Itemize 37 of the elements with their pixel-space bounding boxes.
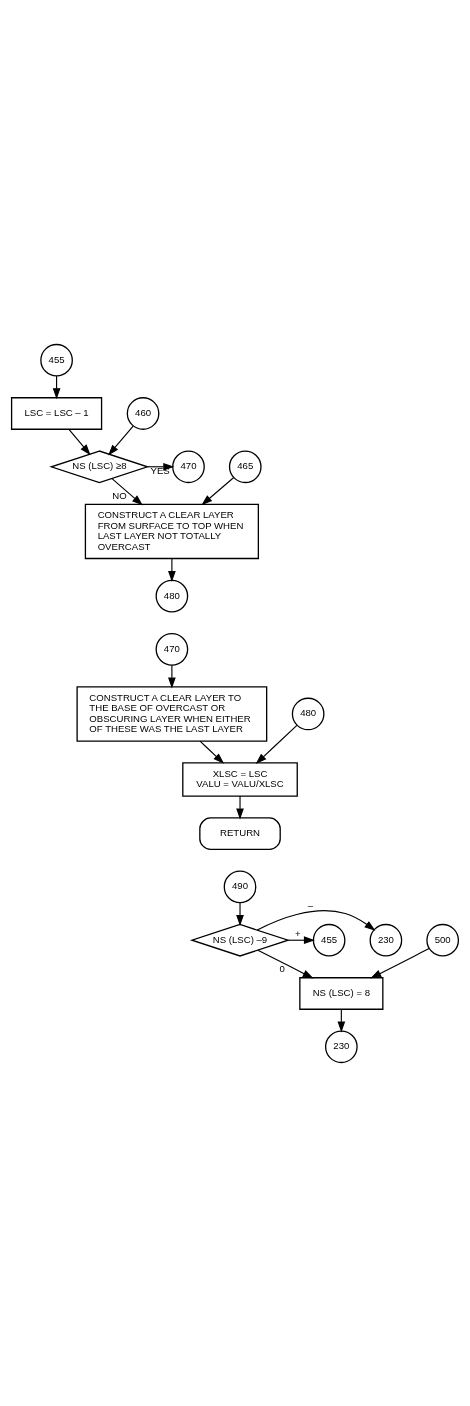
edge-label: – bbox=[307, 899, 314, 911]
node-circle: 465 bbox=[228, 449, 262, 483]
arrow bbox=[168, 664, 176, 688]
arrow bbox=[236, 795, 244, 819]
arrow bbox=[255, 724, 298, 764]
node-circle: 230 bbox=[369, 923, 403, 957]
arrow bbox=[370, 947, 430, 978]
node-box: CONSTRUCT A CLEAR LAYER TO THE BASE OF OVERCAST OR OBSCURING LAYER WHEN EITHER OF THESE WAS THE LAST LAYER bbox=[76, 685, 268, 742]
arrow bbox=[201, 476, 235, 505]
node-box: LSC = LSC – 1 bbox=[10, 396, 103, 430]
arrow bbox=[168, 557, 176, 582]
arrow bbox=[257, 949, 314, 979]
node-circle: 490 bbox=[223, 870, 257, 903]
arrow bbox=[236, 901, 244, 926]
arrow bbox=[108, 425, 134, 456]
node-box: XLSC = LSC VALU = VALU/XLSC bbox=[182, 761, 298, 797]
node-circle: 470 bbox=[155, 632, 189, 666]
arrow bbox=[68, 428, 91, 455]
edge-label: 0 bbox=[279, 962, 285, 974]
arrow bbox=[256, 909, 376, 931]
node-circle: 455 bbox=[40, 343, 73, 377]
arrow bbox=[111, 477, 143, 505]
node-diamond: NS (LSC) ≥8 bbox=[49, 449, 150, 483]
node-circle: 480 bbox=[155, 579, 189, 612]
node-circle: 230 bbox=[324, 1029, 358, 1063]
arrow bbox=[199, 740, 225, 764]
node-box: RETURN bbox=[199, 816, 281, 850]
node-circle: 500 bbox=[426, 923, 460, 957]
node-box: NS (LSC) = 8 bbox=[299, 976, 384, 1010]
node-diamond: NS (LSC) –9 bbox=[189, 923, 291, 957]
node-circle: 470 bbox=[172, 449, 205, 483]
node-circle: 480 bbox=[291, 697, 325, 730]
node-circle: 460 bbox=[126, 396, 160, 430]
edge-label: NO bbox=[112, 489, 127, 501]
edge-label: + bbox=[294, 927, 301, 939]
node-box: CONSTRUCT A CLEAR LAYER FROM SURFACE TO TOP WHEN LAST LAYER NOT TOTALLY OVERCAST bbox=[84, 503, 260, 559]
node-circle: 455 bbox=[312, 923, 346, 957]
